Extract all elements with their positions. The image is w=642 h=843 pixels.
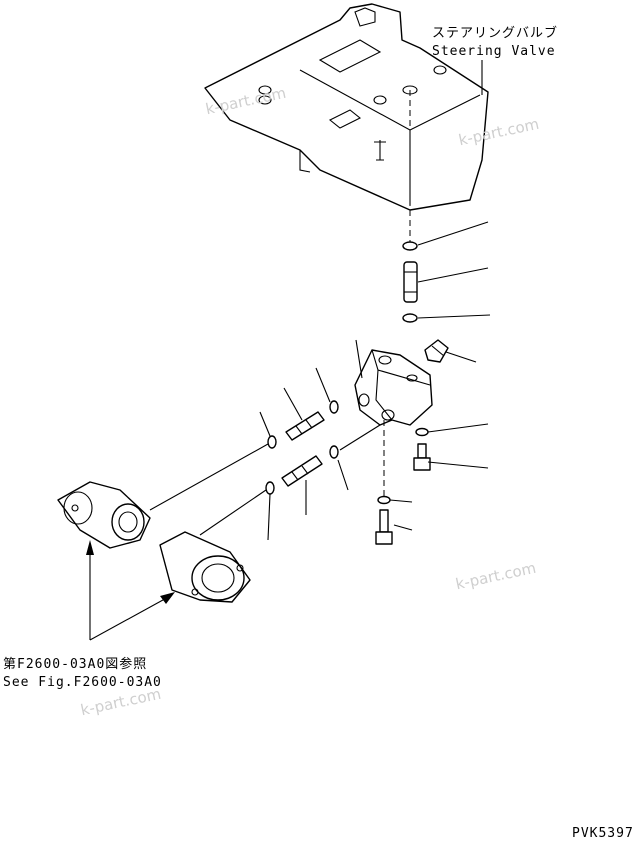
connector-pipe [403,261,418,303]
side-pipe-upper [285,411,325,441]
reference-leaders [86,540,175,641]
o-ring-lower [377,495,391,505]
o-ring-left-upper [267,435,277,449]
steering-valve-body [204,3,489,211]
o-ring-top [402,241,418,251]
see-figure-label-en: See Fig.F2600-03A0 [3,675,162,690]
see-figure-label-jp: 第F2600-03A0図参照 [3,657,148,672]
flange-fitting-right [159,531,251,603]
side-pipe-lower [281,455,323,487]
align-line-block [339,424,381,451]
lower-bolt [375,509,393,545]
flange-fitting-left [57,481,151,549]
washer-right [415,427,429,437]
o-ring-middle [402,313,418,323]
align-line-upper [149,443,269,511]
steering-valve-label-en: Steering Valve [432,44,556,59]
o-ring-side-upper [329,400,339,414]
callout-lines [259,60,491,541]
steering-valve-label-jp: ステアリングバルブ [432,26,559,41]
o-ring-side-lower [329,445,339,459]
valve-block [354,349,433,426]
drawing-code: PVK5397 [572,826,634,841]
elbow-fitting [424,339,449,363]
o-ring-left-lower [265,481,275,495]
align-line-lower [199,489,267,536]
right-bolt [413,443,431,471]
